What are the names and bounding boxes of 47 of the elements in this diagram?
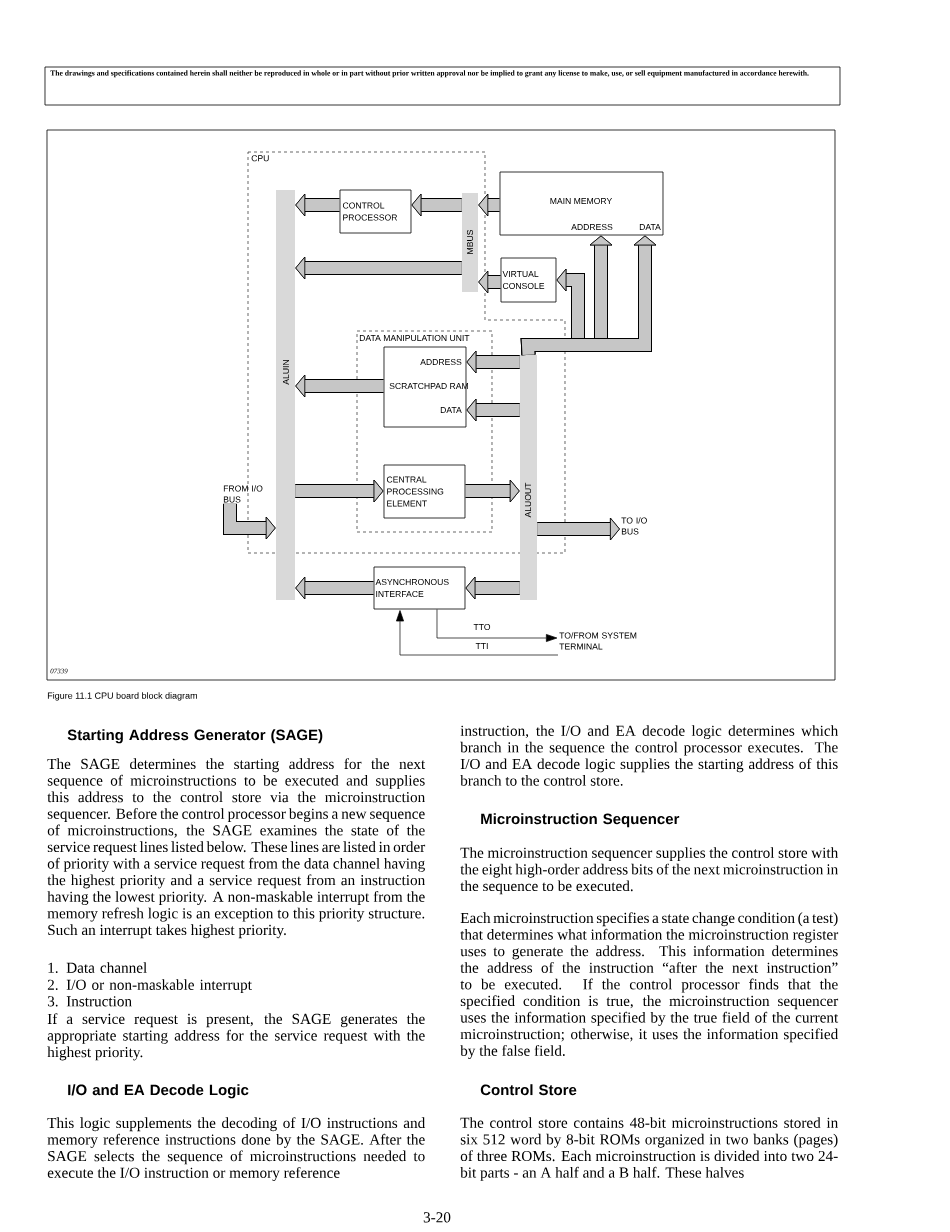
block-box: CENTRAL PROCESSING ELEMENT: [383, 464, 466, 519]
bus-label: FROM I/O BUS: [223, 485, 263, 503]
section-heading: Control Store: [480, 1084, 577, 1096]
bus-arrow: [295, 256, 462, 280]
paragraph: The control store contains 48-bit microinstructions stored in six 512 word by 8-bit ROMs organized in two banks (pages) of three ROMs. Each microinstruction is divided into two 24-bit parts - an A half and a B half. These halves: [460, 1117, 838, 1181]
terminal-label: TO/FROM SYSTEM TERMINAL: [559, 632, 637, 650]
bus-band: ALUIN: [276, 190, 295, 600]
figure-caption: Figure 11.1 CPU board block diagram: [47, 692, 197, 701]
page-number: 3-20: [423, 1212, 451, 1223]
edge-label: TTO: [472, 622, 492, 632]
bus-arrow: [520, 235, 657, 356]
bus-arrow: [466, 350, 520, 374]
bus-arrow: [295, 193, 340, 217]
signal-arrow: [436, 609, 558, 642]
bus-arrow: [465, 479, 520, 503]
bus-arrow: [465, 576, 520, 600]
bus-arrow: [295, 576, 374, 600]
section-heading: Microinstruction Sequencer: [481, 813, 680, 828]
bus-arrow: [466, 398, 520, 422]
paragraph: This logic supplements the decoding of I/O instructions and memory reference instructions done by the SAGE. After the SAGE selects the sequence of microinstructions needed to execute the I/O instruction or memory reference: [47, 1117, 426, 1181]
paragraph: The microinstruction sequencer supplies the control store with the eight high-order address bits of the next microinstruction in the sequence to be executed.: [460, 847, 839, 895]
bus-arrow: [411, 193, 462, 217]
memory-box: MAIN MEMORY ADDRESS DATA: [499, 171, 664, 236]
section-heading: I/O and EA Decode Logic: [68, 1084, 249, 1099]
edge-label: TTI: [474, 642, 490, 650]
block-box: ASYNCHRONOUS INTERFACE: [373, 566, 466, 610]
bus-arrow: [223, 503, 276, 540]
bus-arrow: [478, 193, 500, 217]
block-box: ADDRESS SCRATCHPAD RAM DATA: [383, 346, 468, 428]
block-box: VIRTUAL CONSOLE: [500, 257, 557, 303]
section-heading: Starting Address Generator (SAGE): [67, 729, 323, 744]
bus-arrow: [295, 479, 384, 503]
paragraph: The SAGE determines the starting address for the next sequence of microinstructions to be executed and supplies this address to the control store via the microinstruction sequencer. Before the control processor begins a new sequence of microinstructions, the SAGE examines the state of the service request lines listed below. These lines are listed in order of priority with a service request from the data channel having the highest priority and a service request from an instruction having the lowest priority. A non-maskable interrupt from the memory refresh logic is an exception to this priority structure. Such an interrupt takes highest priority.: [47, 758, 426, 939]
bus-band: MBUS: [462, 193, 478, 292]
bus-band: ALUOUT: [520, 355, 537, 600]
list-item: 3. Instruction: [47, 996, 132, 1007]
paragraph: If a service request is present, the SAGE generates the appropriate starting address for the service request with the highest priority.: [47, 1013, 425, 1061]
paragraph: Each microinstruction specifies a state change condition (a test) that determines what information the microinstruction register uses to generate the address. This information determines the address of the instruction “after the next instruction” to be executed. If the control processor finds that the specified condition is true, the microinstruction sequencer uses the information specified by the true field of the current microinstruction; otherwise, it uses the information specified by the false field.: [460, 912, 839, 1059]
paragraph: instruction, the I/O and EA decode logic determines which branch in the sequence the control processor executes. The I/O and EA decode logic supplies the starting address of this branch to the control store.: [460, 725, 839, 786]
block-box: CONTROL PROCESSOR: [339, 189, 412, 234]
bus-arrow: [478, 270, 501, 294]
bus-label: TO I/O BUS: [621, 517, 647, 535]
signal-arrow: [396, 610, 559, 656]
list-item: 1. Data channel: [48, 962, 147, 973]
bus-arrow: [537, 517, 620, 541]
bus-arrow: [295, 374, 384, 398]
list-item: 2. I/O or non-maskable interrupt: [47, 979, 252, 993]
